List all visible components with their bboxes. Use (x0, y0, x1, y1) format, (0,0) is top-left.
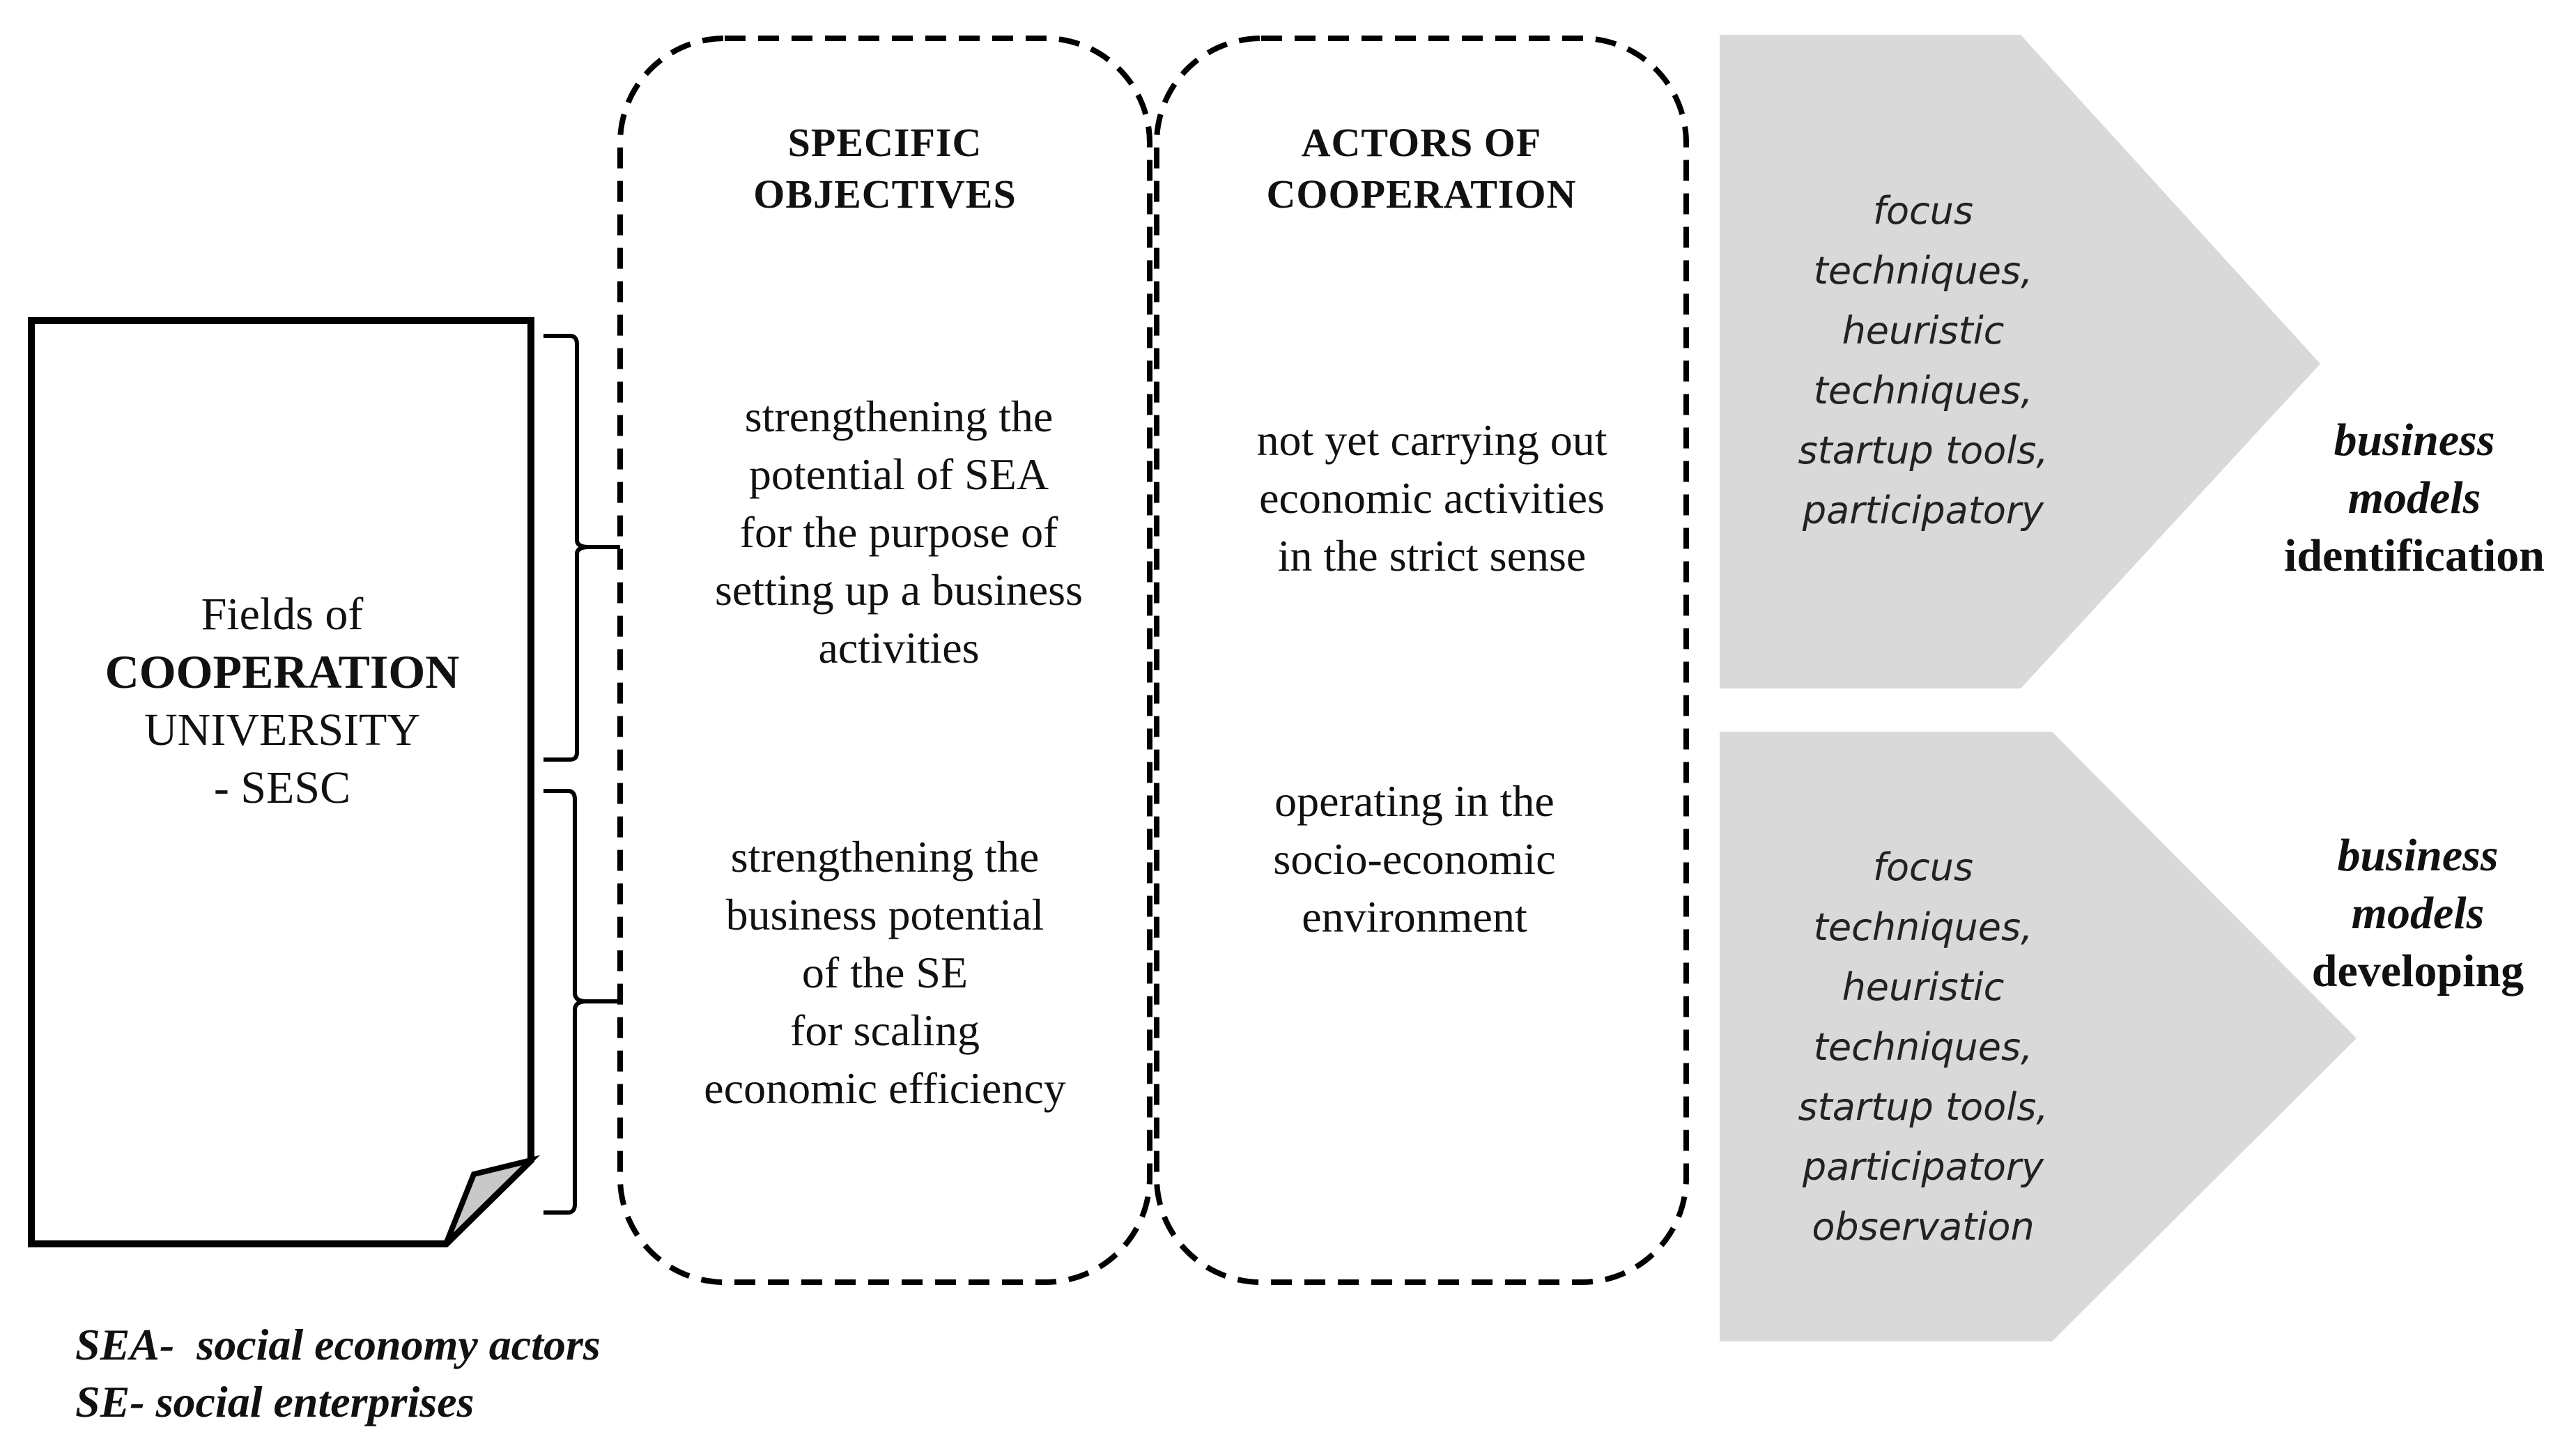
outcome-2-line-1: business (2337, 830, 2499, 881)
arrow-1-technique-line-5: startup tools, (1798, 429, 2049, 472)
outcome-2-line-2: models (2351, 888, 2485, 939)
arrow-2-technique-line-1: focus (1872, 845, 1974, 889)
arrow-2-techniques: focus techniques, heuristic techniques, … (1742, 838, 2104, 1257)
outcome-identification: business models identification (2244, 411, 2576, 585)
objectives-header-line-2: OBJECTIVES (753, 171, 1017, 217)
objectives-header: SPECIFIC OBJECTIVES (627, 117, 1143, 220)
objective-2-line-5: economic efficiency (704, 1063, 1066, 1113)
actor-2-line-2: socio-economic (1273, 834, 1556, 884)
actor-item-2: operating in the socio-economic environm… (1171, 772, 1658, 946)
arrow-identification (1720, 35, 2320, 688)
arrow-1-technique-line-6: participatory (1802, 488, 2044, 532)
legend-se: SE- social enterprises (75, 1377, 475, 1426)
objective-2-line-4: for scaling (790, 1006, 980, 1055)
objective-1-line-5: activities (818, 623, 980, 672)
fields-line-3: UNIVERSITY (144, 705, 420, 755)
actors-column-frame (1154, 36, 1689, 1285)
folded-corner (443, 1155, 541, 1246)
fields-line-1: Fields of (201, 589, 364, 640)
actors-header-line-1: ACTORS OF (1301, 120, 1542, 165)
outcome-2-line-3: developing (2311, 946, 2524, 996)
arrow-2-technique-line-3: heuristic (1842, 965, 2005, 1009)
objective-1-line-1: strengthening the (744, 392, 1054, 441)
actor-1-line-3: in the strict sense (1277, 531, 1587, 580)
objective-1-line-4: setting up a business (715, 565, 1083, 615)
actor-1-line-2: economic activities (1259, 473, 1605, 523)
arrow-2-technique-line-4: techniques, (1813, 1025, 2033, 1069)
arrow-2-technique-line-2: techniques, (1813, 905, 2033, 949)
actor-item-1: not yet carrying out economic activities… (1188, 411, 1676, 585)
legend-sea: SEA- social economy actors (75, 1320, 601, 1369)
arrow-1-technique-line-2: techniques, (1813, 249, 2033, 293)
actor-2-line-3: environment (1302, 892, 1527, 941)
fields-label: Fields of COOPERATION UNIVERSITY - SESC (42, 585, 523, 817)
outcome-developing: business models developing (2265, 826, 2571, 1000)
actor-2-line-1: operating in the (1274, 776, 1555, 826)
arrow-2-technique-line-7: observation (1812, 1205, 2035, 1249)
objective-2-line-2: business potential (725, 890, 1044, 939)
upper-brace (543, 334, 620, 762)
objective-item-2: strengthening the business potential of … (641, 828, 1129, 1117)
objective-2-line-3: of the SE (801, 948, 969, 997)
fields-line-4: - SESC (213, 762, 351, 813)
objective-2-line-1: strengthening the (730, 832, 1040, 882)
outcome-1-line-3: identification (2284, 530, 2545, 581)
arrow-1-technique-line-1: focus (1872, 189, 1974, 233)
arrow-2-technique-line-6: participatory (1802, 1145, 2044, 1189)
actor-1-line-1: not yet carrying out (1256, 415, 1607, 465)
arrow-developing (1720, 732, 2357, 1341)
objective-1-line-3: for the purpose of (739, 507, 1058, 557)
outcome-1-line-2: models (2347, 472, 2481, 523)
actors-header: ACTORS OF COOPERATION (1164, 117, 1679, 220)
objective-1-line-2: potential of SEA (748, 449, 1049, 499)
objective-item-1: strengthening the potential of SEA for t… (655, 387, 1143, 677)
actors-header-line-2: COOPERATION (1266, 171, 1577, 217)
arrow-2-technique-line-5: startup tools, (1798, 1085, 2049, 1129)
fields-line-2: COOPERATION (105, 645, 460, 698)
outcome-1-line-1: business (2334, 415, 2495, 465)
objectives-column-frame (617, 36, 1152, 1285)
arrow-1-technique-line-3: heuristic (1842, 309, 2005, 353)
objectives-header-line-1: SPECIFIC (787, 120, 982, 165)
arrow-1-techniques: focus techniques, heuristic techniques, … (1742, 181, 2104, 541)
lower-brace (543, 789, 620, 1215)
arrow-1-technique-line-4: techniques, (1813, 369, 2033, 413)
